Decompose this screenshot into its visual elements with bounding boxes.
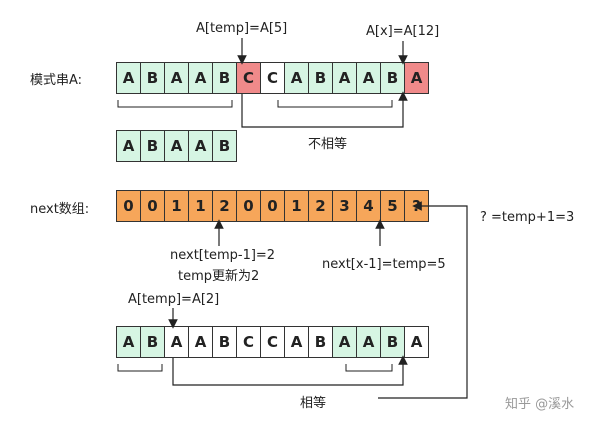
- next-x-label: next[x-1]=temp=5: [322, 257, 446, 272]
- pattern-cell: B: [380, 62, 405, 94]
- next-row-title: next数组:: [30, 202, 90, 217]
- bottom-temp-label: A[temp]=A[2]: [128, 292, 220, 307]
- top-x-label: A[x]=A[12]: [366, 24, 440, 39]
- next-temp-label-1: next[temp-1]=2: [170, 248, 276, 263]
- equal-connector: [172, 355, 408, 386]
- next-cell: 1: [164, 190, 189, 222]
- watermark: 知乎 @溪水: [505, 397, 575, 412]
- top-temp-label: A[temp]=A[5]: [196, 21, 288, 36]
- pattern-cell: A: [164, 62, 189, 94]
- next-cell: 0: [236, 190, 261, 222]
- pattern-row-title: 模式串A:: [30, 73, 83, 88]
- bottom-cell: A: [284, 326, 309, 358]
- bottom-cell: C: [260, 326, 285, 358]
- pattern-prefix-bracket: [117, 100, 233, 108]
- bottom-cell: B: [380, 326, 405, 358]
- bottom-cell: A: [332, 326, 357, 358]
- prefix-cell: B: [212, 130, 237, 162]
- pattern-cell: A: [116, 62, 141, 94]
- next-cell: 2: [308, 190, 333, 222]
- next-temp-label-2: temp更新为2: [178, 269, 260, 284]
- next-cell: 0: [260, 190, 285, 222]
- pattern-cell: A: [404, 62, 429, 94]
- feedback-arrow: [378, 201, 468, 399]
- pattern-suffix-bracket: [277, 100, 393, 108]
- bottom-suffix-bracket: [345, 364, 393, 372]
- bottom-cell: A: [404, 326, 429, 358]
- next-cell: 1: [188, 190, 213, 222]
- not-equal-label: 不相等: [308, 137, 348, 152]
- next-cell: 0: [116, 190, 141, 222]
- next-cell: 5: [380, 190, 405, 222]
- pattern-cell: B: [140, 62, 165, 94]
- not-equal-connector: [241, 91, 408, 128]
- next-cell: 2: [212, 190, 237, 222]
- next-cell: 1: [284, 190, 309, 222]
- next-cell: 4: [356, 190, 381, 222]
- pattern-cell: C: [260, 62, 285, 94]
- bottom-prefix-bracket: [117, 364, 163, 372]
- pattern-cell: B: [308, 62, 333, 94]
- bottom-cell: B: [212, 326, 237, 358]
- question-label: ? =temp+1=3: [480, 210, 575, 225]
- equal-label: 相等: [300, 396, 327, 411]
